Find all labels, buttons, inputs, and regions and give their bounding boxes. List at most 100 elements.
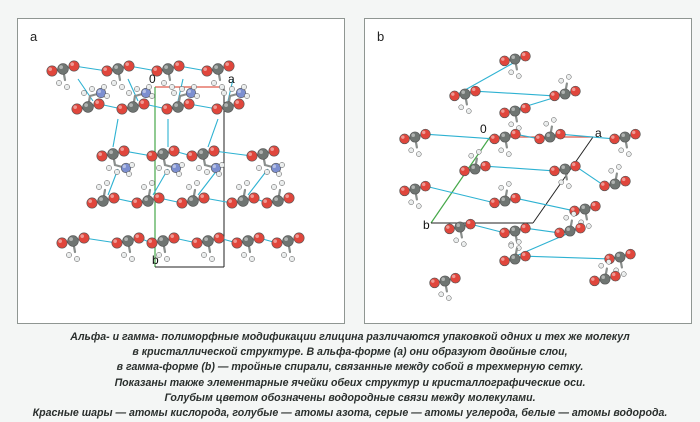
atom-C bbox=[559, 163, 571, 175]
atom-H bbox=[476, 149, 482, 155]
atom-H bbox=[461, 241, 467, 247]
atom-H bbox=[196, 165, 202, 171]
atom-H bbox=[438, 291, 444, 298]
atom-O bbox=[499, 255, 510, 267]
atom-C bbox=[609, 178, 621, 190]
atom-H bbox=[506, 181, 512, 187]
atom-C bbox=[559, 88, 571, 100]
atom-O bbox=[399, 185, 410, 197]
atom-H bbox=[408, 147, 414, 154]
atom-C bbox=[242, 235, 254, 247]
hydrogen-bond bbox=[425, 133, 495, 140]
atom-O bbox=[213, 232, 225, 244]
hydrogen-bond bbox=[525, 227, 560, 234]
caption-line: Красные шары — атомы кислорода, голубые … bbox=[32, 407, 668, 420]
atom-H bbox=[281, 252, 287, 258]
atom-H bbox=[101, 84, 107, 90]
atom-O bbox=[93, 98, 105, 110]
atom-O bbox=[625, 248, 636, 260]
atom-O bbox=[56, 237, 68, 249]
atom-C bbox=[97, 195, 109, 207]
hydrogen-bond bbox=[73, 65, 108, 72]
atom-O bbox=[293, 232, 305, 244]
hydrogen-bond bbox=[560, 133, 615, 140]
atom-H bbox=[129, 162, 135, 168]
atom-H bbox=[276, 171, 282, 177]
atom-O bbox=[86, 197, 98, 209]
atom-H bbox=[111, 80, 117, 86]
atom-H bbox=[466, 108, 472, 114]
atom-O bbox=[173, 60, 185, 72]
atom-H bbox=[516, 239, 522, 245]
atom-O bbox=[534, 133, 545, 145]
atom-H bbox=[408, 199, 414, 206]
atom-H bbox=[558, 77, 564, 84]
atom-N bbox=[170, 162, 182, 174]
hydrogen-bond bbox=[112, 118, 119, 148]
atom-H bbox=[209, 256, 215, 262]
atom-O bbox=[520, 250, 531, 262]
atom-O bbox=[420, 128, 431, 140]
atom-C bbox=[257, 148, 269, 160]
atom-H bbox=[194, 180, 200, 186]
atom-C bbox=[157, 235, 169, 247]
panel-b: b 0 a b bbox=[364, 18, 692, 324]
caption-line: Альфа- и гамма- полиморфные модификации … bbox=[70, 331, 630, 343]
atom-O bbox=[253, 232, 265, 244]
hydrogen-bond bbox=[475, 90, 555, 97]
atom-H bbox=[219, 162, 225, 168]
hydrogen-bond bbox=[425, 185, 495, 204]
atom-O bbox=[520, 222, 531, 234]
atom-N bbox=[270, 162, 282, 174]
atom-H bbox=[458, 104, 464, 111]
atom-H bbox=[126, 171, 132, 177]
atom-H bbox=[56, 80, 62, 86]
hydrogen-bond bbox=[127, 78, 139, 102]
atom-O bbox=[630, 128, 641, 140]
atom-H bbox=[156, 252, 162, 258]
caption-line: Показаны также элементарные ячейки обеих… bbox=[114, 376, 586, 389]
atom-C bbox=[509, 53, 521, 65]
atom-H bbox=[543, 120, 549, 127]
atom-C bbox=[157, 148, 169, 160]
atom-C bbox=[162, 63, 174, 75]
atom-O bbox=[283, 192, 295, 204]
atom-O bbox=[131, 197, 143, 209]
atom-C bbox=[272, 195, 284, 207]
atom-O bbox=[590, 200, 601, 212]
atom-O bbox=[223, 60, 235, 72]
atom-O bbox=[146, 237, 158, 249]
atom-O bbox=[449, 90, 460, 102]
atom-C bbox=[197, 148, 209, 160]
atom-O bbox=[231, 237, 243, 249]
atom-H bbox=[74, 256, 80, 262]
atom-H bbox=[279, 180, 285, 186]
atom-H bbox=[121, 252, 127, 258]
atom-C bbox=[439, 275, 451, 287]
atom-H bbox=[169, 84, 175, 90]
atom-H bbox=[114, 169, 120, 175]
atom-C bbox=[564, 225, 576, 237]
atom-O bbox=[499, 227, 510, 239]
atom-O bbox=[554, 227, 565, 239]
atom-O bbox=[480, 160, 491, 172]
atom-O bbox=[71, 103, 83, 115]
hydrogen-bond bbox=[575, 165, 605, 187]
atom-O bbox=[549, 165, 560, 177]
atom-H bbox=[164, 169, 170, 175]
cell-edge bbox=[532, 136, 594, 224]
atom-C bbox=[409, 183, 421, 195]
atom-C bbox=[499, 131, 511, 143]
atom-C bbox=[187, 195, 199, 207]
atom-O bbox=[549, 90, 560, 102]
atom-H bbox=[236, 184, 242, 190]
atom-H bbox=[141, 184, 147, 190]
panel-a-letter: a bbox=[30, 29, 38, 44]
axis-label-origin: 0 bbox=[480, 122, 487, 136]
atom-C bbox=[127, 101, 139, 113]
atom-O bbox=[620, 175, 631, 187]
hydrogen-bond bbox=[213, 150, 253, 157]
atom-O bbox=[599, 180, 610, 192]
atom-O bbox=[108, 192, 120, 204]
atom-C bbox=[409, 131, 421, 143]
